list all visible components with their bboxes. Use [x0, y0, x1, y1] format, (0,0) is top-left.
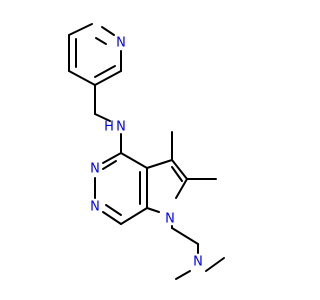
bond [146, 207, 160, 213]
pyrrole-ring [146, 159, 188, 213]
pyrimidine-ring [94, 152, 148, 225]
bond [94, 65, 116, 78]
molecule-structure: N N H N N N N [68, 23, 225, 280]
bond [68, 70, 96, 86]
bond [120, 152, 148, 169]
amine-h-label: H [104, 120, 114, 135]
pyrrole-n-label: N [165, 212, 175, 227]
bond-ch2-ch2 [171, 227, 199, 245]
pyrimidine-n-upper-label: N [90, 162, 100, 177]
bond [102, 160, 117, 170]
pyridine-ring [68, 23, 122, 86]
bond [68, 23, 93, 36]
bond [102, 152, 122, 164]
molecule-canvas: N N H N N N N [68, 23, 225, 280]
bond [120, 207, 148, 225]
bond [102, 211, 122, 225]
bond [171, 159, 188, 180]
bond [95, 37, 107, 45]
pyridine-n-label: N [116, 36, 126, 51]
pyrimidine-n-lower-label: N [90, 200, 100, 215]
bond [171, 166, 183, 182]
bond-ch2-n [94, 113, 111, 122]
dimethylamino-n-label: N [193, 255, 203, 270]
bond [105, 204, 122, 216]
bond-nme-right [205, 257, 225, 272]
bond [146, 159, 173, 169]
amine-n-label: N [116, 120, 126, 135]
bond [175, 178, 188, 199]
bond-nme-left [175, 270, 191, 280]
bond [94, 70, 122, 86]
bond [101, 26, 115, 36]
